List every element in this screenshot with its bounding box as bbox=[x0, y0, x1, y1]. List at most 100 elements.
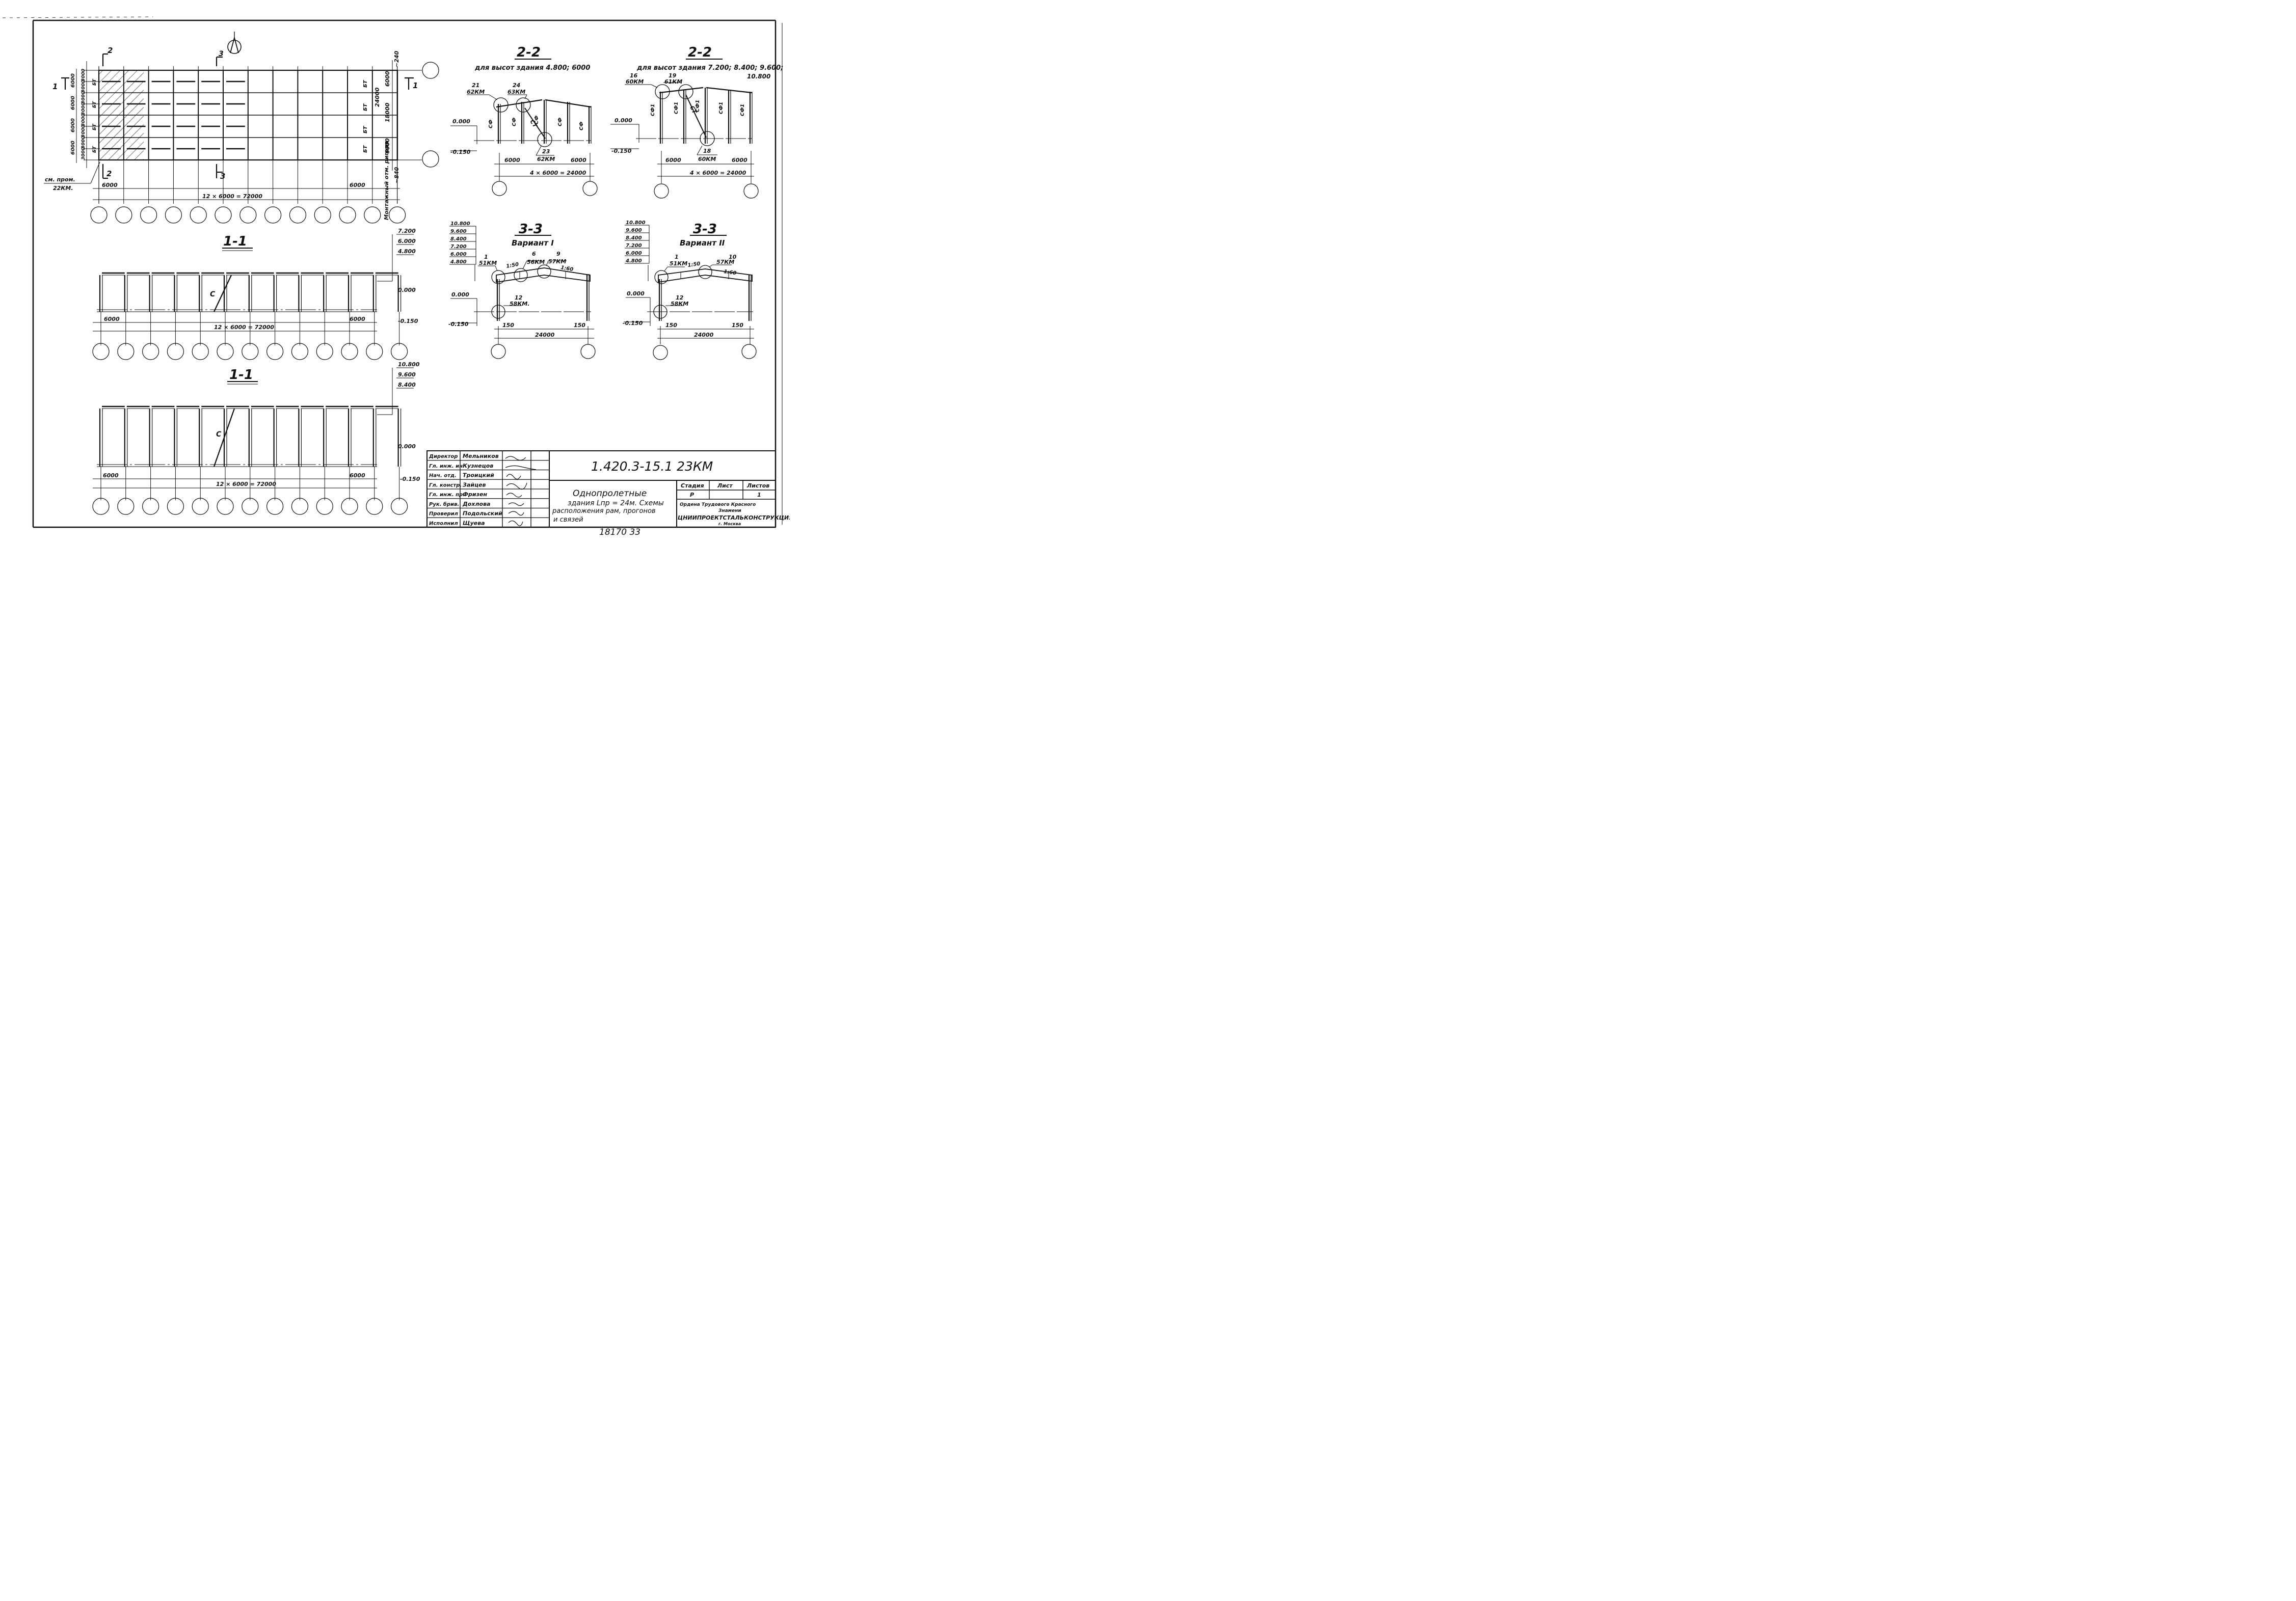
archive-stamp: 18170 33 bbox=[599, 527, 640, 537]
section-3-3-variant-1: 3-3 Вариант I 10.8009.6008.4007.2006.000… bbox=[448, 221, 596, 359]
right-dim: 6000 bbox=[384, 71, 391, 87]
tb-name: Подольский bbox=[463, 510, 502, 517]
left-dim: 3000 bbox=[81, 147, 86, 160]
tb-name: Щуева bbox=[463, 520, 485, 526]
axis-bubble bbox=[264, 206, 282, 224]
elevation-mark: 10.800 bbox=[450, 221, 470, 227]
axis-bubble bbox=[291, 498, 309, 515]
callout-number: 6 bbox=[532, 251, 536, 257]
section-subtitle: для высот здания 7.200; 8.400; 9.600; bbox=[636, 64, 783, 72]
dim-last: 6000 bbox=[350, 316, 365, 322]
right-bay-label: БТ bbox=[363, 125, 368, 133]
left-dim: 3000 bbox=[81, 125, 86, 138]
section-mark-label: 2 bbox=[106, 169, 112, 178]
drawing-line bbox=[213, 408, 235, 467]
axis-bubble-b bbox=[422, 62, 439, 79]
section-title: 1-1 bbox=[223, 234, 247, 249]
column-label: СФ1 bbox=[674, 102, 679, 114]
section-2-2-right: 2-2 для высот здания 7.200; 8.400; 9.600… bbox=[610, 45, 783, 199]
left-dim: 3000 bbox=[81, 80, 86, 93]
dim-left: 150 bbox=[502, 322, 514, 329]
section-subtitle: для высот здания 4.800; 6000 bbox=[474, 64, 590, 72]
axis-bubble bbox=[217, 343, 234, 360]
section-title: 1-1 bbox=[229, 367, 253, 383]
axis-bubble bbox=[92, 498, 110, 515]
elev-minus: -0.150 bbox=[450, 149, 471, 155]
callout-number: 19 bbox=[669, 72, 677, 79]
left-outer-dim: 6000 bbox=[70, 73, 76, 88]
tb-role: Директор bbox=[429, 454, 458, 459]
column-label: СФ1 bbox=[695, 100, 701, 112]
elevation-mark: 6.000 bbox=[450, 252, 467, 257]
callout-circle bbox=[678, 84, 693, 99]
right-bay-label: БТ bbox=[363, 79, 368, 88]
axis-bubble bbox=[366, 343, 383, 360]
right-offset-top: ~240 bbox=[393, 50, 400, 67]
dim-right: 6000 bbox=[571, 157, 586, 164]
elev-zero: 0.000 bbox=[398, 287, 416, 293]
tb-role: Рук. брив. bbox=[429, 501, 459, 507]
callout-reference: 51КМ bbox=[479, 260, 497, 266]
dim-first: 6000 bbox=[103, 472, 119, 479]
section-mark-label: 1 bbox=[413, 81, 418, 90]
axis-bubble bbox=[366, 498, 383, 515]
axis-bubble bbox=[215, 206, 232, 224]
elev-zero: 0.000 bbox=[627, 290, 645, 297]
callout-number: 10 bbox=[729, 254, 737, 260]
tb-role: Гл. инж. пр. bbox=[429, 492, 465, 498]
drawing-line bbox=[213, 275, 232, 312]
axis-bubble bbox=[142, 498, 159, 515]
elevation-mark: 10.800 bbox=[626, 220, 646, 226]
brace-label: С bbox=[210, 290, 216, 299]
elev-zero: 0.000 bbox=[398, 443, 416, 450]
elev-minus: -0.150 bbox=[611, 148, 632, 154]
dim-left: 150 bbox=[665, 322, 677, 329]
elevation-mark: 6.000 bbox=[626, 251, 642, 256]
axis-bubble bbox=[388, 206, 406, 224]
right-bay-label: БТ bbox=[363, 103, 368, 111]
right-bay-label: БТ bbox=[363, 145, 368, 153]
callout-circle bbox=[654, 270, 669, 284]
signatures bbox=[505, 456, 537, 526]
callout-reference: 62КМ bbox=[537, 156, 555, 162]
elev-zero: 0.000 bbox=[452, 118, 470, 125]
right-dim: 24000 bbox=[374, 87, 381, 107]
dim-first: 6000 bbox=[104, 316, 120, 322]
plan-vertical-note: Монтажный отм. ригеля bbox=[383, 141, 390, 220]
brace-label: С bbox=[216, 430, 222, 439]
description-line3: расположения рам, прогонов bbox=[552, 507, 656, 515]
section-mark-label: 3 bbox=[219, 50, 224, 58]
axis-bubble bbox=[192, 343, 209, 360]
elevation-mark: 9.600 bbox=[398, 371, 416, 378]
section-title: 3-3 bbox=[519, 222, 543, 237]
column-label: СФ1 bbox=[740, 104, 745, 116]
column-label: СФ bbox=[512, 118, 517, 126]
drawing-code: 1.420.3-15.1 23КМ bbox=[591, 459, 713, 474]
axis-bubble bbox=[92, 343, 110, 360]
callout-circle bbox=[537, 132, 552, 147]
callout-number: 12 bbox=[676, 294, 684, 301]
right-offset-bottom: ~840 bbox=[393, 167, 400, 183]
elevation-mark: 8.400 bbox=[398, 382, 416, 388]
callout-circle bbox=[537, 264, 551, 279]
elevation-mark: 7.200 bbox=[450, 244, 467, 250]
callout-reference: 51КМ bbox=[670, 260, 687, 267]
callout-reference: 63КМ bbox=[508, 89, 525, 95]
slope-label: 1:50 bbox=[687, 261, 701, 268]
axis-bubble bbox=[117, 343, 135, 360]
axis-bubble bbox=[217, 498, 234, 515]
axis-bubble bbox=[653, 345, 668, 360]
section-mark-1-right: 1 bbox=[405, 77, 418, 90]
axis-bubble bbox=[316, 498, 333, 515]
tb-role: Нач. отд. bbox=[429, 473, 457, 479]
sheets-label: Листов bbox=[746, 482, 769, 489]
callout-reference: 60КМ bbox=[626, 78, 644, 85]
axis-bubble bbox=[390, 498, 408, 515]
axis-bubble bbox=[142, 343, 159, 360]
elevation-mark: 10.800 bbox=[398, 361, 420, 368]
axis-bubble bbox=[165, 206, 182, 224]
dim-total: 12 × 6000 = 72000 bbox=[216, 481, 276, 487]
